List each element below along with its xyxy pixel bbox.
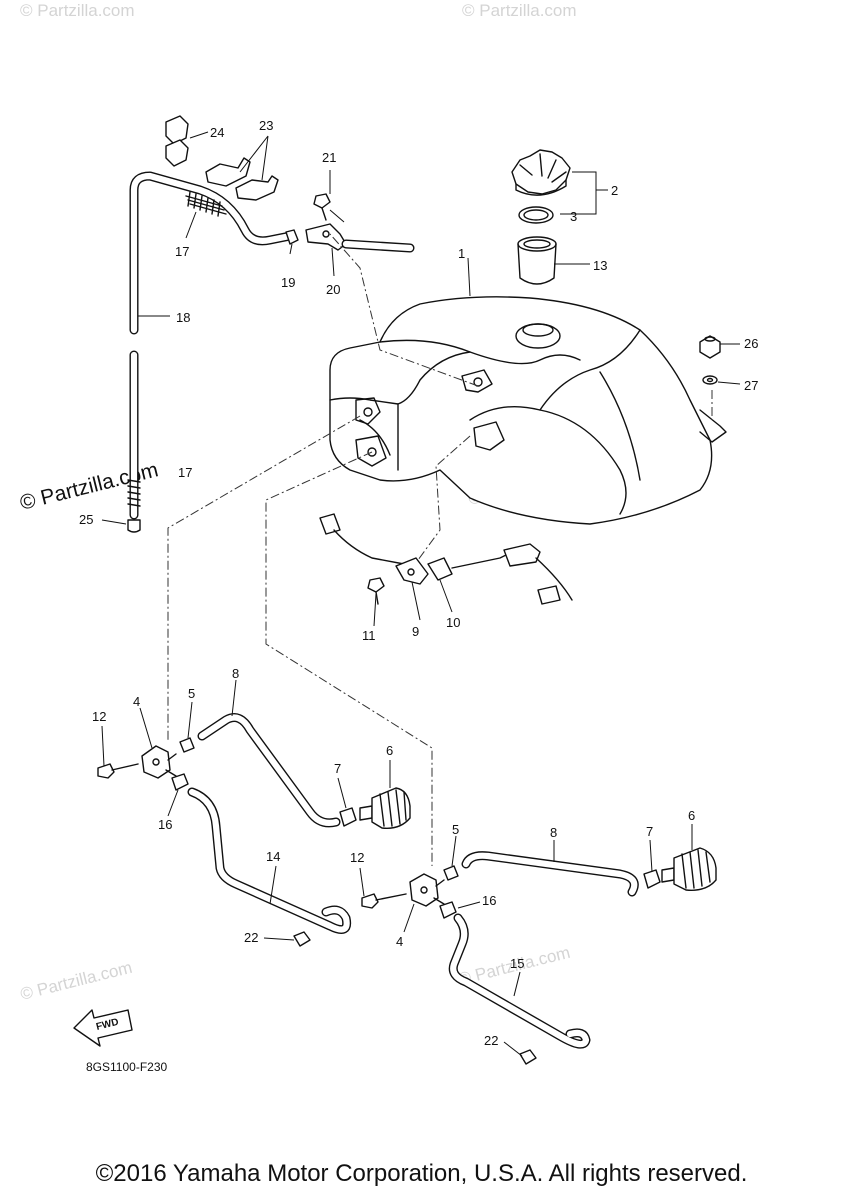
- fuel-hose-15[interactable]: [448, 913, 591, 1049]
- callout-17-upper: 17: [175, 244, 189, 259]
- copyright-notice: ©2016 Yamaha Motor Corporation, U.S.A. A…: [95, 1160, 748, 1187]
- callout-19: 19: [281, 275, 295, 290]
- callout-5-left: 5: [188, 686, 195, 701]
- breather-hose-lower[interactable]: [127, 350, 141, 520]
- callout-13: 13: [593, 258, 607, 273]
- fwd-arrow-icon: FWD: [73, 1009, 133, 1047]
- callout-7-right: 7: [646, 824, 653, 839]
- callout-12-right: 12: [350, 850, 364, 865]
- callout-5-right: 5: [452, 822, 459, 837]
- protector-sleeve[interactable]: [185, 191, 227, 217]
- fuel-sender-plate[interactable]: [395, 557, 429, 585]
- hose-clip-22-left[interactable]: [293, 931, 311, 947]
- wire-connector[interactable]: [319, 513, 405, 565]
- callout-20: 20: [326, 282, 340, 297]
- callout-2: 2: [611, 183, 618, 198]
- callout-4-left: 4: [133, 694, 140, 709]
- watermark-top-mid: © Partzilla.com: [462, 1, 577, 20]
- sender-float-arm[interactable]: [503, 543, 573, 605]
- callout-1: 1: [458, 246, 465, 261]
- hose-clamp-24[interactable]: [165, 115, 189, 167]
- callout-3: 3: [570, 209, 577, 224]
- fuel-filter-left[interactable]: [359, 787, 411, 829]
- callout-12-left: 12: [92, 709, 106, 724]
- fuel-hose-14[interactable]: [187, 787, 352, 935]
- callout-22-left: 22: [244, 930, 258, 945]
- fuel-cap[interactable]: [511, 149, 571, 196]
- callout-21: 21: [322, 150, 336, 165]
- breather-hose-upper[interactable]: [129, 171, 295, 335]
- callout-26: 26: [744, 336, 758, 351]
- fuel-tank[interactable]: [329, 296, 727, 525]
- leader-lines: [101, 131, 741, 1057]
- sender-gasket[interactable]: [427, 551, 513, 581]
- callout-4-right: 4: [396, 934, 403, 949]
- callout-6-right: 6: [688, 808, 695, 823]
- hose-clip-7-right[interactable]: [643, 869, 661, 889]
- nut[interactable]: [699, 335, 721, 359]
- callout-11: 11: [362, 628, 376, 643]
- bolt-12-left[interactable]: [97, 763, 139, 779]
- callout-16-right: 16: [482, 893, 496, 908]
- fuel-hose-8-left[interactable]: [197, 713, 341, 828]
- callout-27: 27: [744, 378, 758, 393]
- callout-9: 9: [412, 624, 419, 639]
- callout-14: 14: [266, 849, 280, 864]
- callout-8-left: 8: [232, 666, 239, 681]
- washer[interactable]: [702, 375, 718, 385]
- bolt-12-right[interactable]: [361, 893, 407, 909]
- hose-clip-22-right[interactable]: [519, 1049, 537, 1065]
- callouts: 1 2 3 13 24 23 21 19 20 17 18 17 25 26 2…: [79, 118, 758, 1048]
- watermark-bottom-left: © Partzilla.com: [18, 958, 134, 1004]
- breather-joint[interactable]: [305, 223, 347, 251]
- callout-25: 25: [79, 512, 93, 527]
- screw-21[interactable]: [313, 193, 331, 221]
- screw-11[interactable]: [367, 577, 385, 605]
- callout-23: 23: [259, 118, 273, 133]
- fuel-hose-8-right[interactable]: [461, 851, 639, 897]
- fuel-cock-right[interactable]: [409, 873, 445, 907]
- cap-gasket[interactable]: [518, 206, 554, 224]
- hose-clip-16-left[interactable]: [171, 773, 189, 791]
- callout-7-left: 7: [334, 761, 341, 776]
- hose-clip-7-left[interactable]: [339, 807, 357, 827]
- callout-17-lower: 17: [178, 465, 192, 480]
- o-ring-5-left[interactable]: [179, 737, 195, 753]
- hose-clip-16-right[interactable]: [439, 901, 457, 919]
- o-ring-5-right[interactable]: [443, 865, 459, 881]
- diagram-code: 8GS1100-F230: [86, 1060, 167, 1074]
- fuel-filter-right[interactable]: [661, 847, 717, 891]
- callout-6-left: 6: [386, 743, 393, 758]
- callout-10: 10: [446, 615, 460, 630]
- callout-18: 18: [176, 310, 190, 325]
- callout-16-left: 16: [158, 817, 172, 832]
- fuel-strainer[interactable]: [517, 236, 557, 285]
- hose-cap[interactable]: [127, 519, 141, 533]
- callout-24: 24: [210, 125, 224, 140]
- fwd-label: FWD: [95, 1017, 120, 1033]
- callout-8-right: 8: [550, 825, 557, 840]
- breather-pipe[interactable]: [341, 239, 415, 253]
- callout-22-right: 22: [484, 1033, 498, 1048]
- assembly-lines: [167, 233, 713, 866]
- fuel-cock-left[interactable]: [141, 745, 177, 779]
- hose-clamp-23[interactable]: [205, 157, 279, 201]
- callout-15: 15: [510, 956, 524, 971]
- watermark-top-left: © Partzilla.com: [20, 1, 135, 20]
- hose-clip-19[interactable]: [285, 229, 299, 245]
